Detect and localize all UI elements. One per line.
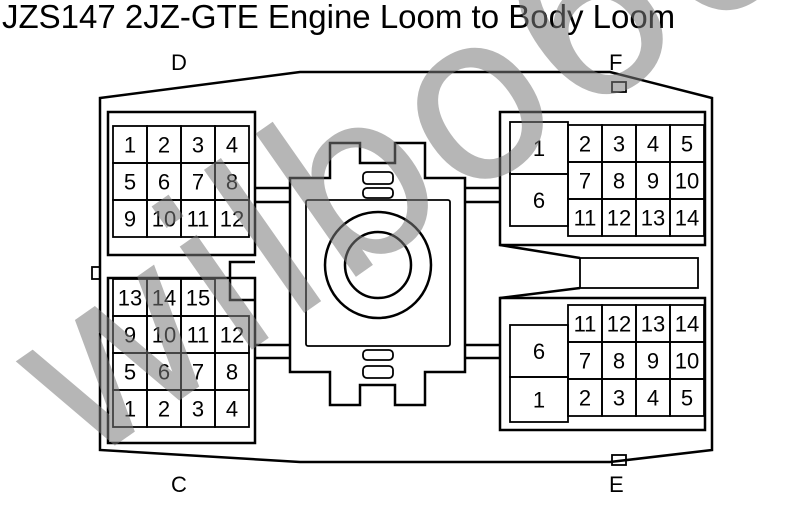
pin-c-6: 6 <box>158 360 170 385</box>
pin-e-7: 7 <box>579 349 591 374</box>
pin-e-8: 8 <box>613 349 625 374</box>
pin-c-10: 10 <box>152 323 176 348</box>
pin-c-11: 11 <box>187 323 210 348</box>
pin-d-1: 1 <box>124 133 136 158</box>
pin-e-11: 11 <box>574 312 597 337</box>
connector-c-frame <box>106 276 257 445</box>
pin-c-12: 12 <box>220 323 244 348</box>
pin-e-5-cell <box>669 378 705 417</box>
pin-c-9: 9 <box>124 323 136 348</box>
pin-f-7: 7 <box>579 169 591 194</box>
pin-f-6: 6 <box>533 188 545 213</box>
pin-e-13: 13 <box>641 312 665 337</box>
pin-f-11: 11 <box>574 206 597 231</box>
pin-d-6: 6 <box>158 170 170 195</box>
housing-outline <box>98 70 714 464</box>
pin-c-8: 8 <box>226 360 238 385</box>
pin-f-9: 9 <box>647 169 659 194</box>
diagram-title: JZS147 2JZ-GTE Engine Loom to Body Loom <box>2 0 675 35</box>
pin-e-14: 14 <box>675 312 699 337</box>
pin-d-9: 9 <box>124 207 136 232</box>
connector-e-frame <box>498 296 707 432</box>
pin-e-10: 10 <box>675 349 699 374</box>
pin-c-14: 14 <box>152 286 176 311</box>
pin-c-7: 7 <box>192 360 204 385</box>
pin-d-5: 5 <box>124 170 136 195</box>
housing-left-tab <box>91 266 101 280</box>
pin-c-1: 1 <box>124 397 136 422</box>
pin-d-3: 3 <box>192 133 204 158</box>
pin-e-9: 9 <box>647 349 659 374</box>
pin-f-8: 8 <box>613 169 625 194</box>
pin-e-12: 12 <box>607 312 631 337</box>
pin-e-1: 1 <box>533 388 545 413</box>
pin-e-5: 5 <box>681 386 693 411</box>
pin-d-2: 2 <box>158 133 170 158</box>
pin-f-3: 3 <box>613 132 625 157</box>
center-latch-slot <box>579 257 699 289</box>
pin-c-3: 3 <box>192 397 204 422</box>
pin-f-5: 5 <box>681 132 693 157</box>
pin-f-12: 12 <box>607 206 631 231</box>
connector-label-f: F <box>609 50 622 75</box>
pin-d-11: 11 <box>187 207 210 232</box>
pin-c-5: 5 <box>124 360 136 385</box>
pin-e-6: 6 <box>533 339 545 364</box>
pin-c-13: 13 <box>118 286 142 311</box>
pin-f-1: 1 <box>533 136 545 161</box>
connector-d-frame <box>106 110 257 257</box>
housing-top-tab <box>611 81 627 93</box>
connector-f-frame <box>498 110 707 247</box>
pin-d-7: 7 <box>192 170 204 195</box>
connector-label-e: E <box>609 472 624 497</box>
housing-bottom-tab <box>611 454 627 466</box>
pin-e-2: 2 <box>579 386 591 411</box>
pin-c-2: 2 <box>158 397 170 422</box>
pin-f-14: 14 <box>675 206 699 231</box>
pin-f-4: 4 <box>647 132 659 157</box>
pin-d-10: 10 <box>152 207 176 232</box>
pin-f-14-cell <box>669 198 705 237</box>
pin-d-8: 8 <box>226 170 238 195</box>
connector-label-c: C <box>171 472 187 497</box>
pin-c-4: 4 <box>226 397 238 422</box>
pin-f-13: 13 <box>641 206 665 231</box>
pin-d-12-cell <box>214 199 250 238</box>
pin-e-4: 4 <box>647 386 659 411</box>
pin-f-10: 10 <box>675 169 699 194</box>
pin-f-2: 2 <box>579 132 591 157</box>
pin-c-15: 15 <box>186 286 210 311</box>
center-housing <box>228 141 699 407</box>
pin-e-3: 3 <box>613 386 625 411</box>
pin-d-12: 12 <box>220 207 244 232</box>
connector-label-d: D <box>171 50 187 75</box>
pin-d-4: 4 <box>226 133 238 158</box>
pin-c-4-cell <box>214 389 250 428</box>
